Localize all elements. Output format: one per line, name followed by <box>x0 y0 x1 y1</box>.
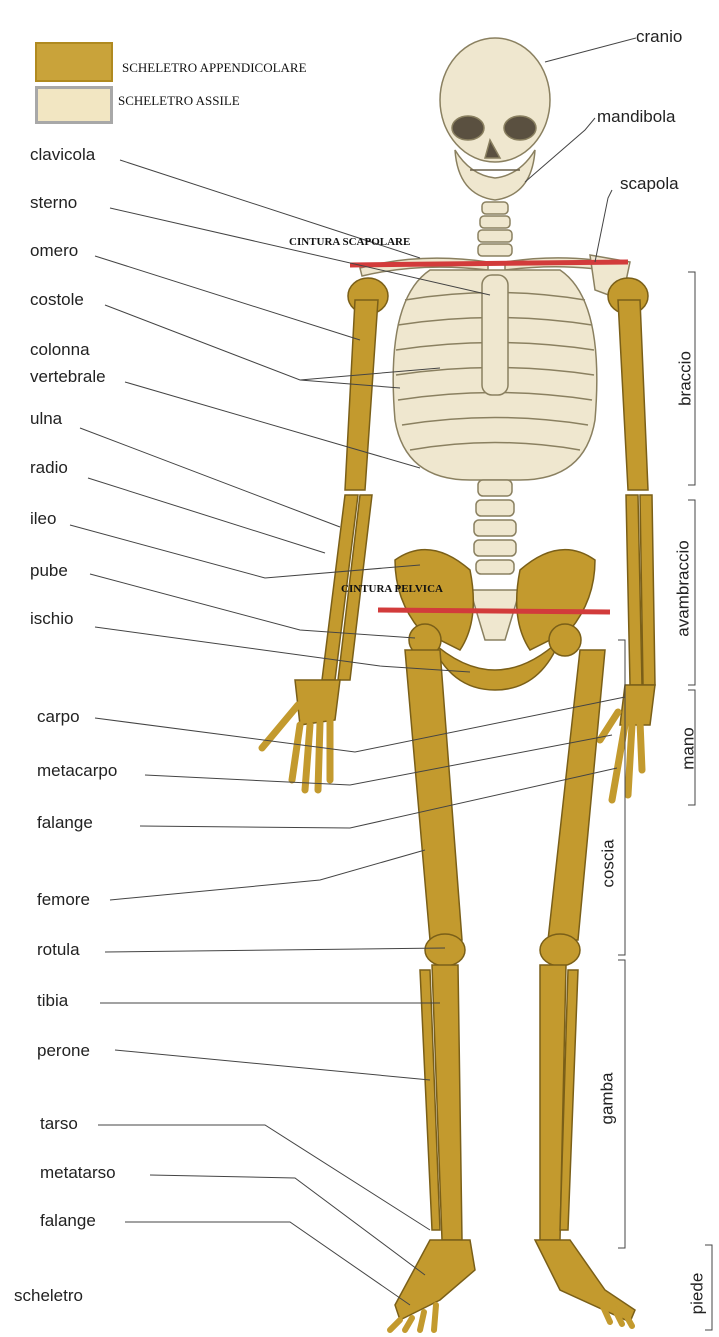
label-clavicola: clavicola <box>30 146 95 163</box>
label-costole: costole <box>30 291 84 308</box>
label-rotula: rotula <box>37 941 80 958</box>
region-mano: mano <box>680 724 697 774</box>
label-metacarpo: metacarpo <box>37 762 117 779</box>
label-scapola: scapola <box>620 175 719 192</box>
label-metatarso: metatarso <box>40 1164 116 1181</box>
label-radio: radio <box>30 459 68 476</box>
label-carpo: carpo <box>37 708 80 725</box>
label-colonna: colonna <box>30 341 90 358</box>
region-avambraccio: avambraccio <box>675 534 692 644</box>
label-ischio: ischio <box>30 610 73 627</box>
label-falange-mano: falange <box>37 814 93 831</box>
legend-axial-swatch <box>35 86 113 124</box>
label-sterno: sterno <box>30 194 77 211</box>
label-ulna: ulna <box>30 410 62 427</box>
label-perone: perone <box>37 1042 90 1059</box>
legend-appendicular-swatch <box>35 42 113 82</box>
region-piede: piede <box>689 1269 706 1319</box>
femur-right <box>405 650 462 940</box>
caption-scheletro: scheletro <box>14 1287 83 1304</box>
humerus-right <box>345 300 378 490</box>
femur-left <box>548 650 605 940</box>
region-coscia: coscia <box>600 829 617 899</box>
skull <box>440 38 550 162</box>
pelvic-girdle-line <box>378 610 610 612</box>
label-tarso: tarso <box>40 1115 78 1132</box>
patella <box>425 934 465 966</box>
label-tibia: tibia <box>37 992 68 1009</box>
label-vertebrale: vertebrale <box>30 368 106 385</box>
humerus-left <box>618 300 648 490</box>
label-ileo: ileo <box>30 510 56 527</box>
label-femore: femore <box>37 891 90 908</box>
legend-axial-label: SCHELETRO ASSILE <box>118 93 240 109</box>
label-pube: pube <box>30 562 68 579</box>
shoulder-girdle-title: CINTURA SCAPOLARE <box>289 236 410 248</box>
sternum <box>482 275 508 395</box>
region-braccio: braccio <box>677 344 694 414</box>
shoulder-girdle-line <box>350 262 628 265</box>
pelvic-girdle-title: CINTURA PELVICA <box>341 583 443 595</box>
axial-skeleton <box>360 38 630 640</box>
legend-appendicular-label: SCHELETRO APPENDICOLARE <box>122 60 307 76</box>
label-cranio: cranio <box>636 28 682 45</box>
region-gamba: gamba <box>599 1069 616 1129</box>
label-mandibola: mandibola <box>597 108 719 125</box>
label-falange-piede: falange <box>40 1212 96 1229</box>
label-omero: omero <box>30 242 78 259</box>
